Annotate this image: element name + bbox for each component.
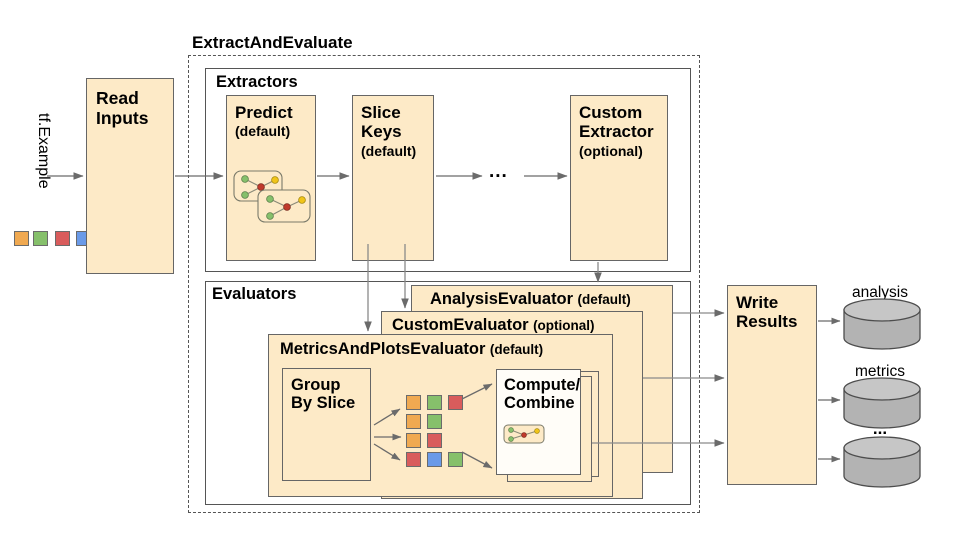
metrics-evaluator-qualifier: (default) (489, 342, 544, 357)
write-results-line2: Results (736, 312, 798, 332)
extractor-custom-qualifier: (optional) (579, 143, 643, 159)
read-inputs-line2: Inputs (96, 107, 149, 128)
predict-graph-icon (233, 170, 311, 223)
extractors-title: Extractors (216, 73, 298, 91)
slice-swatch (448, 452, 463, 467)
input-swatches (14, 231, 91, 247)
output-cylinder-analysis (843, 298, 921, 350)
slice-swatch (427, 395, 442, 410)
slice-swatch (448, 395, 463, 410)
extractor-slice-keys-qualifier: (default) (361, 143, 417, 159)
custom-evaluator-qualifier: (optional) (533, 318, 595, 333)
extractor-slice-keys-box[interactable]: Slice Keys (default) (352, 95, 434, 261)
extractor-slice-keys-line2: Keys (361, 122, 402, 142)
slice-swatch (427, 452, 442, 467)
read-inputs-line1: Read (96, 88, 139, 108)
output-cylinder-other (843, 436, 921, 488)
swatch-red (55, 231, 70, 246)
extractors-ellipsis: ... (489, 161, 508, 182)
compute-combine-box[interactable]: Compute/ Combine (496, 369, 581, 475)
group-title: ExtractAndEvaluate (192, 33, 353, 52)
group-by-slice-box[interactable]: Group By Slice (282, 368, 371, 481)
compute-graph-icon (503, 424, 545, 444)
output-label-metrics: metrics (855, 363, 905, 380)
metrics-evaluator-name: MetricsAndPlotsEvaluator (280, 340, 486, 358)
swatch-orange (14, 231, 29, 246)
output-label-analysis: analysis (852, 284, 908, 301)
extract-and-evaluate-container (188, 55, 700, 513)
compute-combine-line2: Combine (504, 394, 575, 413)
group-by-slice-line2: By Slice (291, 394, 356, 413)
custom-evaluator-name: CustomEvaluator (392, 316, 529, 334)
slice-swatch (427, 414, 442, 429)
extractor-slice-keys-line1: Slice (361, 103, 401, 122)
extractor-predict-name: Predict (235, 103, 293, 122)
slice-swatch-grid (406, 395, 476, 467)
extractor-custom-line1: Custom (579, 103, 643, 122)
output-label-ellipsis: ... (872, 419, 888, 438)
analysis-evaluator-qualifier: (default) (577, 292, 631, 307)
slice-swatch (406, 414, 421, 429)
extractor-predict-qualifier: (default) (235, 123, 291, 139)
swatch-green (33, 231, 48, 246)
write-results-line1: Write (736, 293, 779, 312)
slice-swatch (427, 433, 442, 448)
slice-swatch (406, 433, 421, 448)
read-inputs-box[interactable]: Read Inputs (86, 78, 174, 274)
analysis-evaluator-name: AnalysisEvaluator (430, 290, 574, 308)
input-label: tf.Example (35, 113, 52, 189)
slice-swatch (406, 452, 421, 467)
extractor-custom-line2: Extractor (579, 122, 654, 142)
group-by-slice-line1: Group (291, 376, 341, 394)
slice-swatch (406, 395, 421, 410)
extractor-predict-box[interactable]: Predict (default) (226, 95, 316, 261)
compute-combine-line1: Compute/ (504, 376, 581, 394)
evaluators-title: Evaluators (212, 285, 297, 303)
extractor-custom-box[interactable]: Custom Extractor (optional) (570, 95, 668, 261)
write-results-box[interactable]: Write Results (727, 285, 817, 485)
